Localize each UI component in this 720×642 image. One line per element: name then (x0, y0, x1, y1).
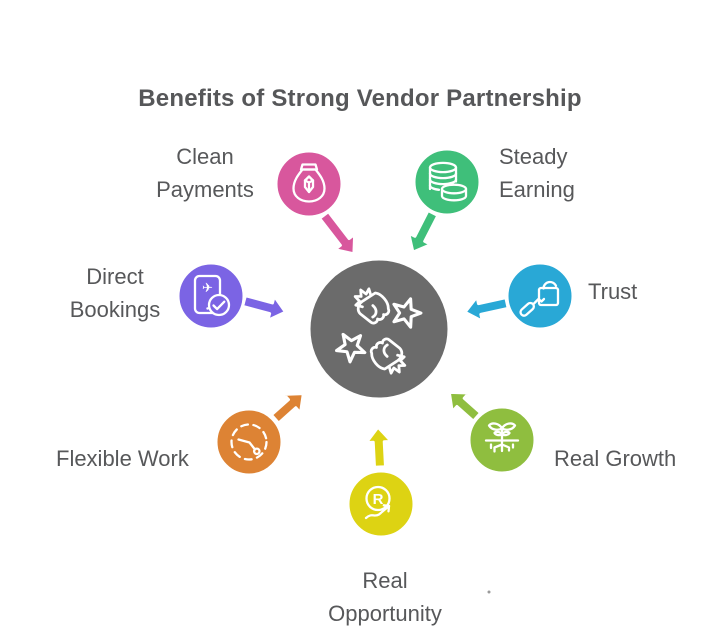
airplane-icon: ✈ (202, 281, 213, 296)
circle-steady-earning (412, 147, 482, 217)
lock-and-key-icon (519, 280, 560, 317)
fist-bottom (369, 337, 407, 375)
arrow-real-growth (447, 390, 483, 423)
arrow-direct-bookings (241, 294, 288, 322)
coin-stack-icon (428, 161, 468, 202)
rupee-growth-icon: R (364, 485, 391, 520)
page-title: Benefits of Strong Vendor Partnership (138, 85, 582, 112)
stray-dot (487, 590, 491, 594)
fist-top (353, 287, 391, 325)
arrow-trust (463, 295, 510, 323)
arrow-clean-payments (318, 210, 357, 256)
label-direct-bookings: Direct Bookings (69, 264, 161, 322)
arrow-flexible-work (269, 392, 305, 425)
label-clean-payments: Clean Payments (156, 144, 254, 202)
impact-burst-icon (335, 332, 367, 364)
money-bag-icon (292, 163, 326, 203)
arrow-real-opportunity (364, 425, 393, 469)
label-steady-earning: Steady Earning (499, 144, 575, 202)
label-flexible-work: Flexible Work (56, 446, 189, 471)
impact-burst-icon (392, 297, 423, 329)
label-real-opportunity: Real Opportunity (328, 568, 442, 626)
arrow-steady-earning (407, 208, 440, 254)
center-circle (307, 257, 451, 401)
label-real-growth: Real Growth (554, 446, 677, 471)
phone-booking-check-icon: ✈ (193, 274, 231, 317)
dashed-clock-icon (230, 423, 268, 461)
plant-roots-icon (484, 422, 520, 453)
fist-bump-icon (335, 287, 423, 375)
r-letter: R (373, 491, 384, 508)
circle-real-opportunity (346, 469, 416, 539)
label-trust: Trust (588, 279, 638, 304)
